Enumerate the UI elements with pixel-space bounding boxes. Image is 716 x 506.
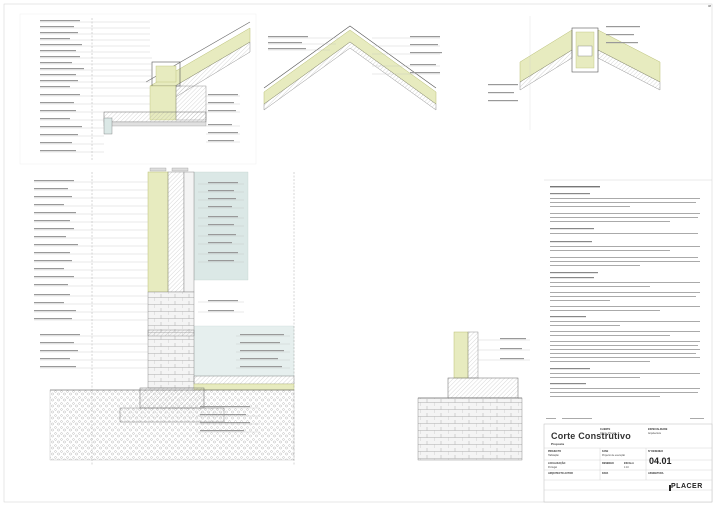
field-client-label: CLIENTE — [600, 428, 611, 431]
field-phase-value: Projecto de execução — [602, 454, 625, 457]
field-location-label: LOCALIZAÇÃO — [548, 462, 566, 465]
page-number: 08 — [708, 5, 711, 8]
field-architect-label: ARQUITECTO AUTOR — [548, 472, 573, 475]
eave-detail-top-left — [19, 13, 257, 165]
sheet-code: 04.01 — [649, 456, 672, 466]
field-phase-label: FASE — [602, 450, 609, 453]
field-scale-label: ESCALA — [624, 462, 634, 465]
placer-logo-mark-icon — [669, 485, 671, 491]
field-drawing-number-label: Nº DESENHO — [648, 450, 664, 453]
field-date-label: DATA — [602, 472, 609, 475]
specification-notes-panel — [544, 179, 712, 397]
gutter-detail-top-right — [488, 16, 661, 130]
wall-base-detail-center — [417, 331, 530, 461]
drawing-subtitle: Proposta — [551, 442, 565, 446]
field-scale-value: 1:10 — [624, 466, 629, 469]
field-client-value: Cliente Privado — [600, 432, 617, 435]
field-specialty-value: Arquitectura — [648, 432, 661, 435]
field-project-value: Habitação — [548, 454, 559, 457]
ridge-detail-top-center — [263, 25, 442, 111]
field-project-label: PROJECTO — [548, 450, 562, 453]
wall-section-main — [34, 167, 295, 466]
field-drawing-label: DESENHO — [602, 462, 614, 465]
field-signature-label: ASSINATURA — [648, 472, 664, 475]
footer-caption — [546, 418, 704, 419]
company-logo: PLACER — [671, 483, 703, 490]
field-location-value: Portugal — [548, 466, 557, 469]
title-block — [543, 423, 713, 503]
field-specialty-label: ESPECIALIDADE — [648, 428, 668, 431]
drawing-title: Corte Construtivo — [551, 431, 631, 441]
